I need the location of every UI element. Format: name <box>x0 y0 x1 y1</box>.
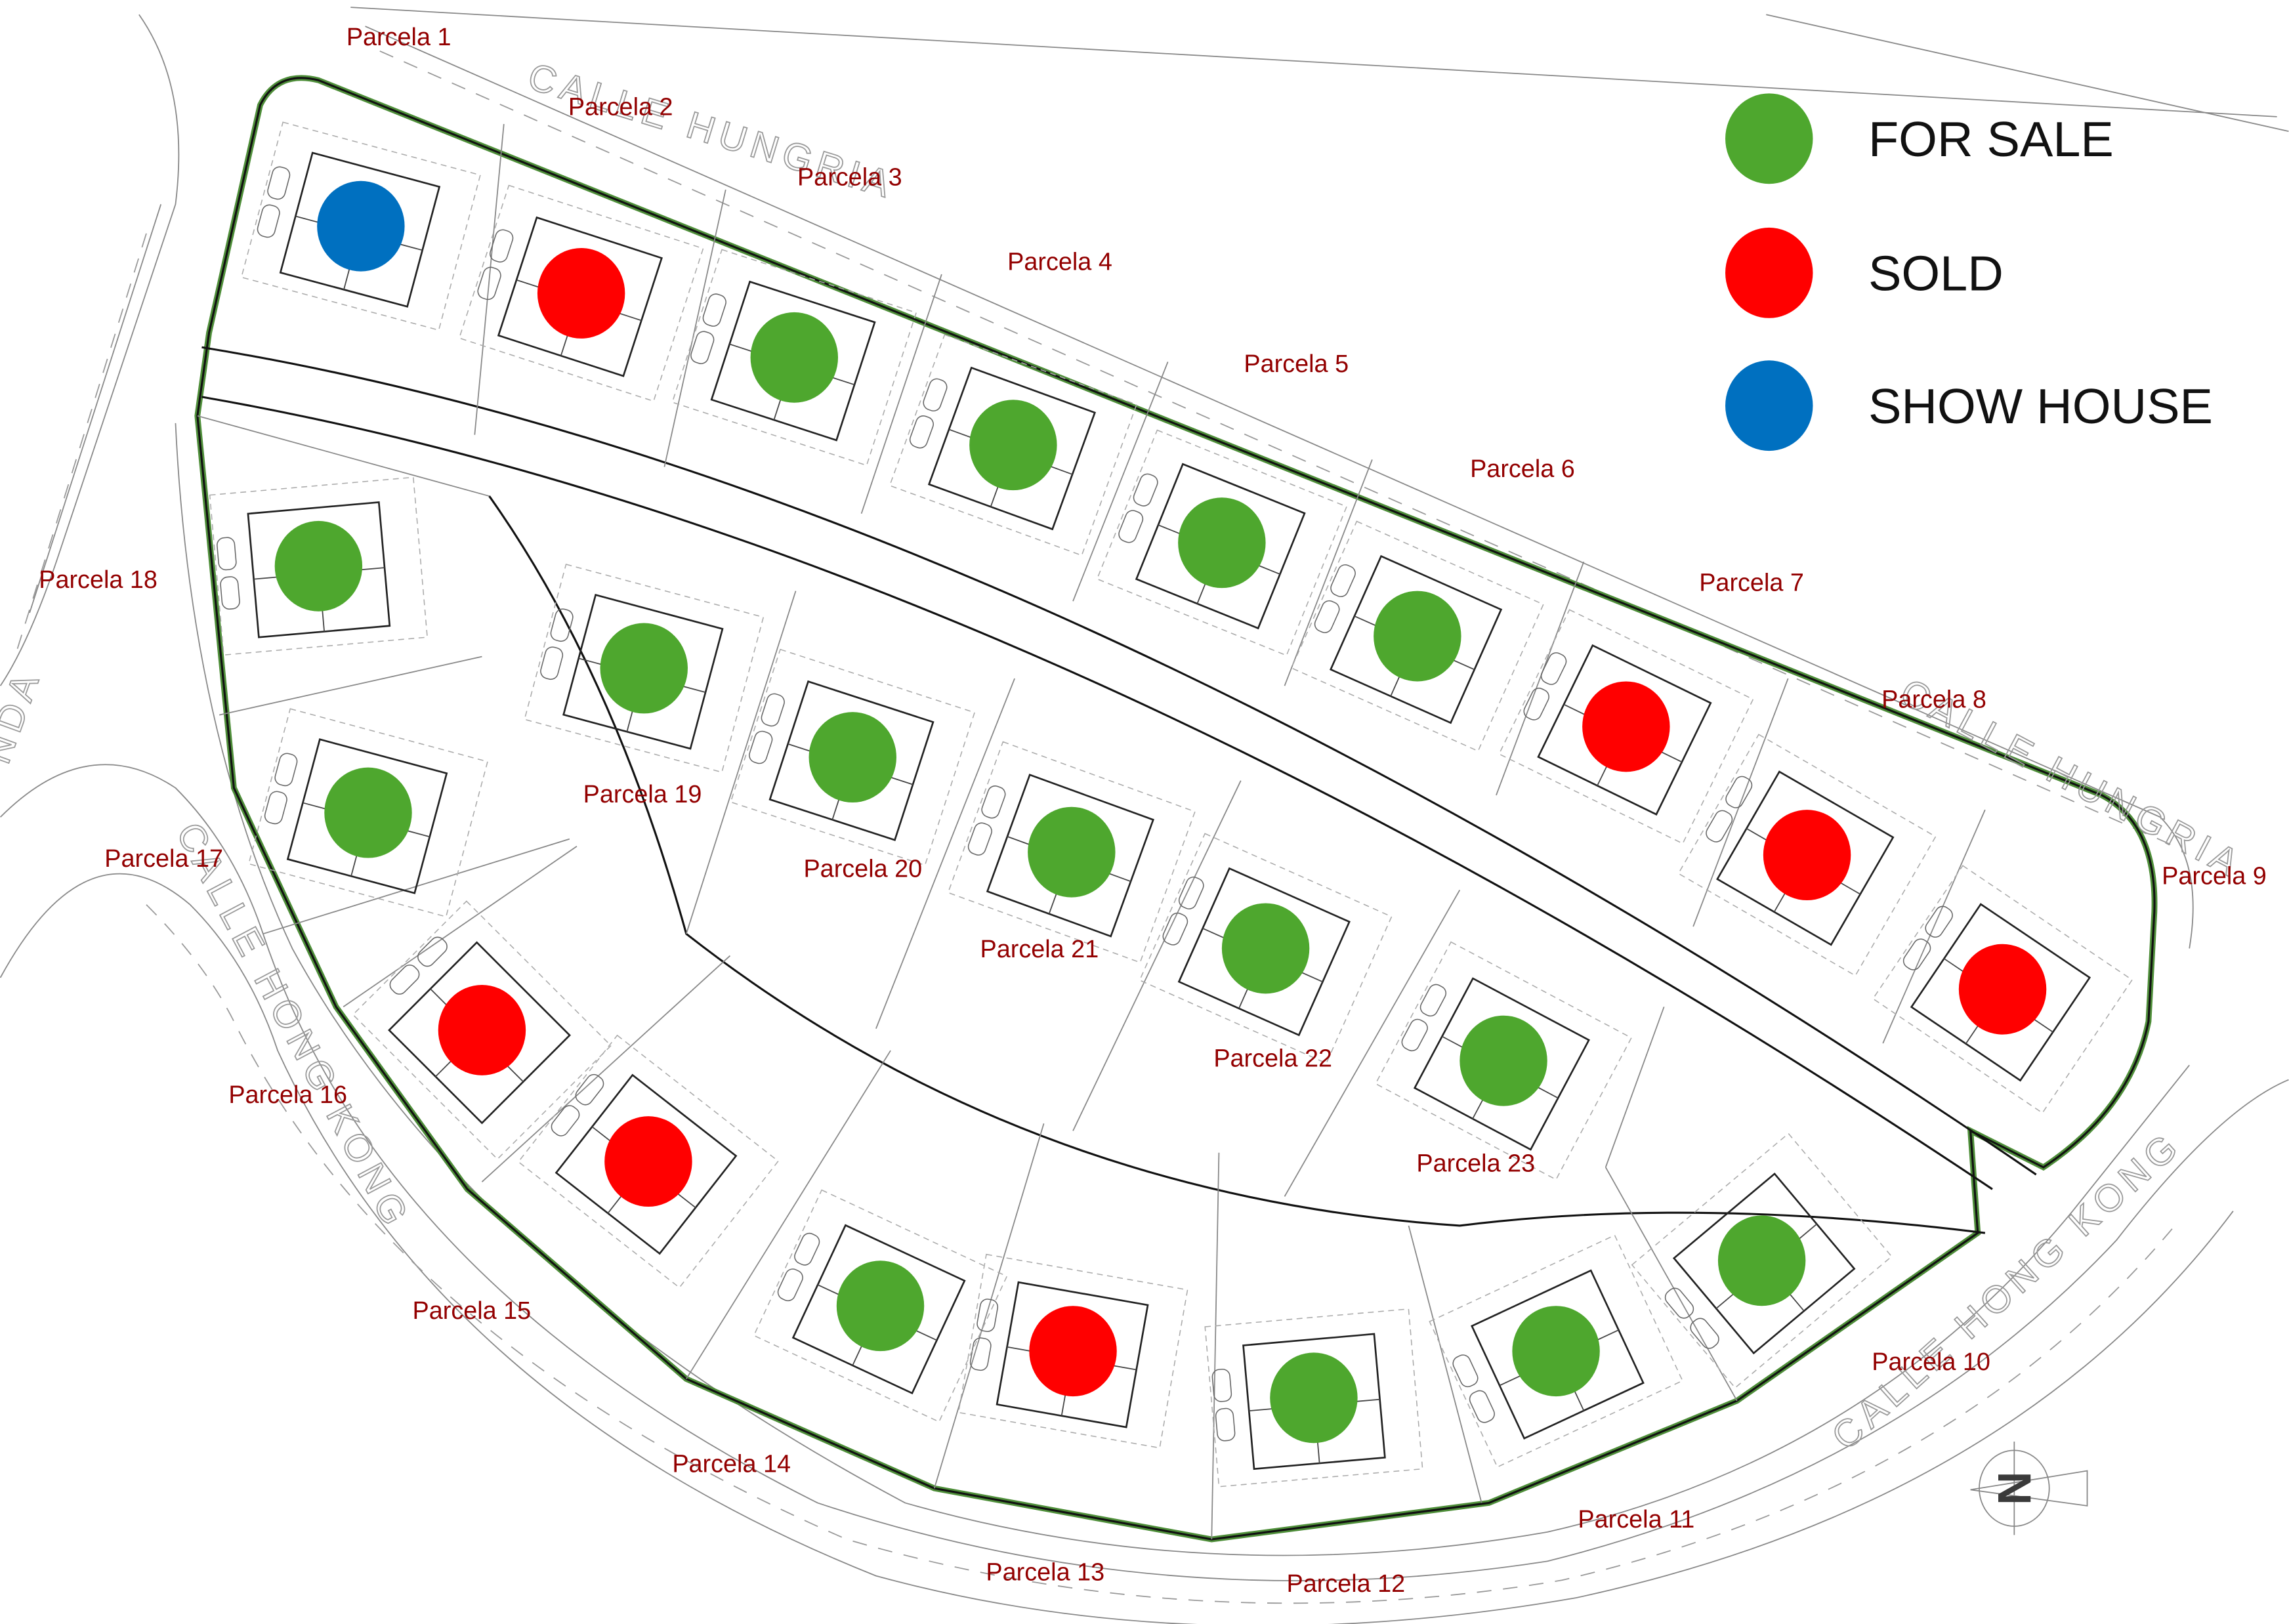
legend-swatch-show_house <box>1725 360 1813 451</box>
parcel-marker-12[interactable] <box>1270 1352 1358 1444</box>
parcel-marker-16[interactable] <box>438 985 526 1075</box>
compass-n: N <box>1988 1471 2040 1505</box>
legend-label-for_sale: FOR SALE <box>1868 112 2114 167</box>
legend-label-show_house: SHOW HOUSE <box>1868 379 2213 434</box>
parcel-label-11[interactable]: Parcela 11 <box>1578 1506 1694 1533</box>
parcel-label-12[interactable]: Parcela 12 <box>1287 1570 1406 1598</box>
parcel-label-10[interactable]: Parcela 10 <box>1872 1348 1990 1376</box>
parcel-marker-13[interactable] <box>1029 1306 1117 1397</box>
parcel-label-1[interactable]: Parcela 1 <box>346 24 452 51</box>
parcel-marker-19[interactable] <box>600 623 688 714</box>
parcel-marker-15[interactable] <box>604 1116 692 1207</box>
legend: FOR SALE SOLD SHOW HOUSE <box>1725 93 2213 451</box>
parcel-label-19[interactable]: Parcela 19 <box>583 781 702 808</box>
street-name-far-left: NDA <box>0 663 49 769</box>
parcel-marker-7[interactable] <box>1582 681 1670 772</box>
parcel-status-markers <box>274 180 2047 1444</box>
parcel-marker-4[interactable] <box>969 400 1057 491</box>
legend-swatch-sold <box>1725 227 1813 318</box>
parcel-label-14[interactable]: Parcela 14 <box>672 1451 791 1478</box>
parcel-label-5[interactable]: Parcela 5 <box>1244 350 1349 378</box>
parcel-marker-11[interactable] <box>1512 1306 1600 1397</box>
parcel-label-3[interactable]: Parcela 3 <box>797 163 902 191</box>
parcel-label-2[interactable]: Parcela 2 <box>568 94 673 121</box>
parcel-marker-22[interactable] <box>1221 903 1310 994</box>
parcel-marker-2[interactable] <box>537 248 625 339</box>
parcel-label-21[interactable]: Parcela 21 <box>980 936 1099 963</box>
parcel-label-18[interactable]: Parcela 18 <box>39 566 158 594</box>
legend-swatch-for_sale <box>1725 93 1813 184</box>
parcel-label-15[interactable]: Parcela 15 <box>413 1297 532 1325</box>
parcel-label-8[interactable]: Parcela 8 <box>1881 686 1986 714</box>
parcel-marker-1[interactable] <box>317 180 405 272</box>
parcel-label-7[interactable]: Parcela 7 <box>1699 570 1804 597</box>
streets <box>0 7 2289 1624</box>
parcel-marker-21[interactable] <box>1028 806 1116 898</box>
parcel-label-6[interactable]: Parcela 6 <box>1470 455 1575 483</box>
parcel-marker-10[interactable] <box>1717 1215 1806 1306</box>
estate-boundary <box>194 75 2158 1543</box>
parcel-marker-14[interactable] <box>836 1260 925 1352</box>
parcel-marker-8[interactable] <box>1763 810 1851 901</box>
parcel-labels: Parcela 1 Parcela 2 Parcela 3 Parcela 4 Parc… <box>39 24 2267 1598</box>
parcel-label-22[interactable]: Parcela 22 <box>1213 1045 1332 1073</box>
parcel-marker-9[interactable] <box>1958 944 2047 1035</box>
house-footprint <box>730 648 976 866</box>
parcel-marker-5[interactable] <box>1178 497 1266 589</box>
parcel-marker-23[interactable] <box>1460 1015 1547 1106</box>
parcel-marker-3[interactable] <box>750 312 839 403</box>
street-name-left: CALLE HONG KONG <box>168 816 419 1237</box>
parcel-marker-17[interactable] <box>324 767 412 858</box>
parcel-marker-6[interactable] <box>1374 591 1461 682</box>
street-name-bottom-right: CALLE HONG KONG <box>1824 1123 2189 1458</box>
parcel-marker-18[interactable] <box>274 520 363 612</box>
parcel-marker-20[interactable] <box>808 712 896 803</box>
parcel-label-17[interactable]: Parcela 17 <box>104 845 223 873</box>
parcel-label-20[interactable]: Parcela 20 <box>803 855 922 883</box>
parcel-label-9[interactable]: Parcela 9 <box>2162 863 2267 890</box>
north-compass: N <box>1970 1442 2088 1535</box>
parcel-label-23[interactable]: Parcela 23 <box>1416 1150 1535 1178</box>
house-footprints <box>209 121 2133 1488</box>
parcel-label-16[interactable]: Parcela 16 <box>228 1081 347 1109</box>
parcel-label-13[interactable]: Parcela 13 <box>986 1558 1104 1586</box>
legend-label-sold: SOLD <box>1868 247 2004 302</box>
parcel-label-4[interactable]: Parcela 4 <box>1007 248 1112 276</box>
